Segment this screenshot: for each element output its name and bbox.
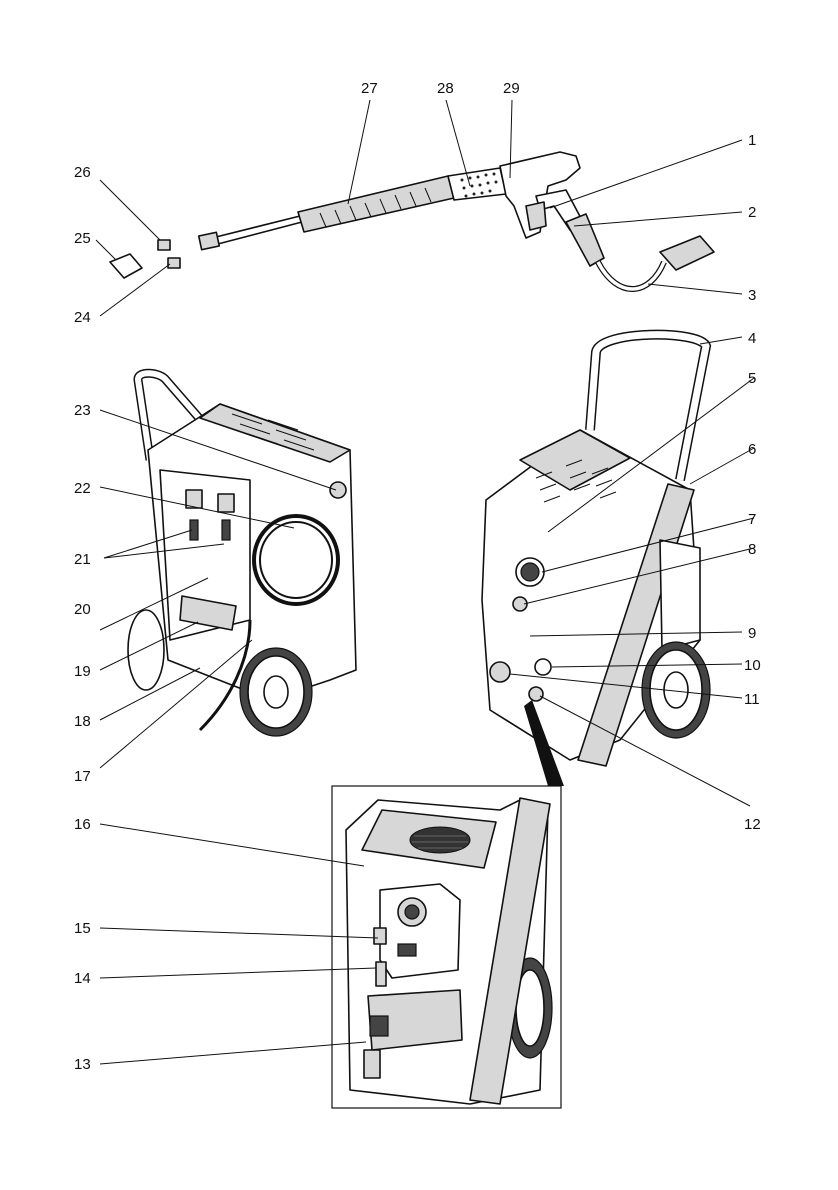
detail-inset (331, 785, 562, 1109)
callout-9: 9 (748, 625, 756, 642)
callout-6: 6 (748, 441, 756, 458)
callout-12: 12 (744, 816, 761, 833)
knurled-nut (447, 167, 507, 201)
callout-5: 5 (748, 370, 756, 387)
callout-17: 17 (74, 768, 91, 785)
callout-7: 7 (748, 511, 756, 528)
callout-25: 25 (74, 230, 91, 247)
nozzle-protection-cap (109, 253, 143, 279)
water-inlet (528, 686, 544, 702)
callout-14: 14 (74, 970, 91, 987)
callout-2: 2 (748, 204, 756, 221)
callout-11: 11 (744, 691, 760, 708)
nozzle-24 (167, 257, 181, 269)
knob (512, 596, 528, 612)
callout-19: 19 (74, 663, 91, 680)
callout-29: 29 (503, 80, 520, 97)
nozzle-26 (157, 239, 171, 251)
callout-13: 13 (74, 1056, 91, 1073)
callout-1: 1 (748, 132, 756, 149)
callout-24: 24 (74, 309, 91, 326)
leader-lines (95, 99, 755, 1065)
callout-26: 26 (74, 164, 91, 181)
callout-15: 15 (74, 920, 91, 937)
callout-16: 16 (74, 816, 91, 833)
hose-connector (565, 213, 605, 267)
lance-grip (297, 175, 455, 233)
callout-3: 3 (748, 287, 756, 304)
callout-23: 23 (74, 402, 91, 419)
callout-28: 28 (437, 80, 454, 97)
callout-8: 8 (748, 541, 756, 558)
callout-22: 22 (74, 480, 91, 497)
callout-numbers: 1 2 3 4 5 6 7 8 9 10 11 12 13 14 15 16 1… (74, 80, 761, 1073)
high-pressure-outlet (489, 661, 511, 683)
callout-20: 20 (74, 601, 91, 618)
spray-gun-assembly (109, 151, 715, 292)
machine-front-view (481, 329, 712, 786)
machine-rear-view (127, 368, 357, 737)
indicator-lamp (534, 658, 552, 676)
callout-18: 18 (74, 713, 91, 730)
hose-end-fitting (659, 235, 715, 271)
callout-4: 4 (748, 330, 756, 347)
callout-21: 21 (74, 551, 91, 568)
callout-10: 10 (744, 657, 761, 674)
callout-27: 27 (361, 80, 378, 97)
